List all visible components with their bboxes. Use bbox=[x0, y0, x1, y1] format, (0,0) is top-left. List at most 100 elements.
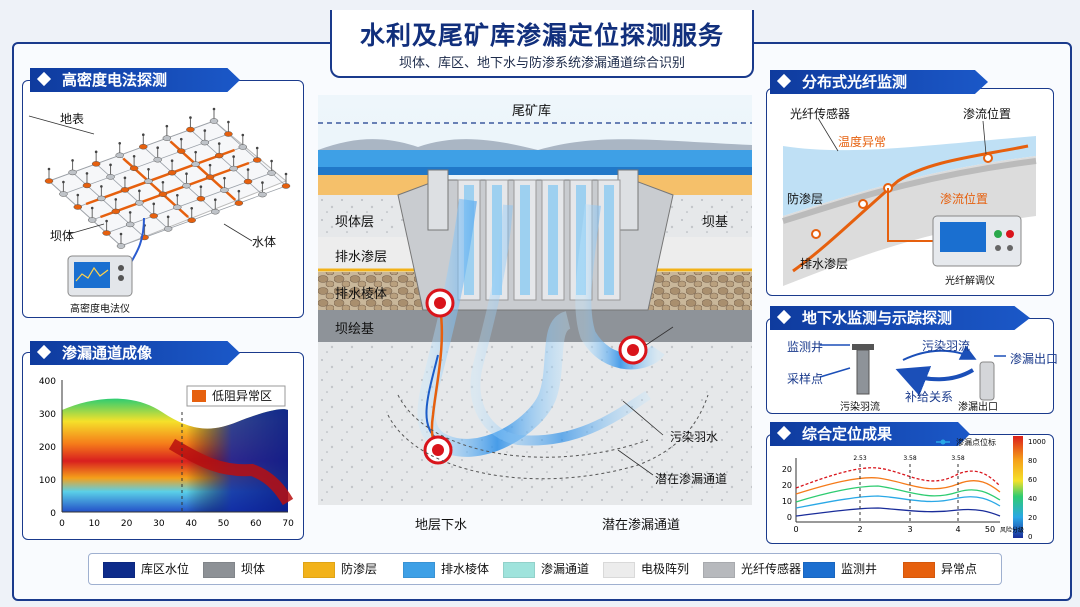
ground-title-text: 地下水监测与示踪探测 bbox=[802, 309, 953, 327]
legend-item: 监测井 bbox=[803, 561, 878, 578]
imaging-xtick: 30 bbox=[153, 519, 165, 529]
ert-diagram bbox=[28, 107, 291, 297]
center-drain-body-label: 排水棱体 bbox=[335, 287, 388, 302]
imaging-xtick: 10 bbox=[89, 519, 101, 529]
result-ytick: 0 bbox=[787, 513, 792, 522]
fiber-label-seep1: 渗流位置 bbox=[963, 107, 1012, 121]
imaging-panel-title: 渗漏通道成像 bbox=[30, 341, 240, 365]
ground-label-plume: 污染羽流 bbox=[922, 339, 971, 353]
page-title: 水利及尾矿库渗漏定位探测服务 bbox=[359, 21, 724, 50]
legend-swatch bbox=[403, 561, 435, 578]
legend-label: 防渗层 bbox=[341, 562, 378, 576]
center-channel-label: 潜在渗漏通道 bbox=[655, 472, 728, 486]
fiber-diagram bbox=[782, 117, 1037, 286]
ground-diagram bbox=[819, 344, 1006, 401]
title-box: 水利及尾矿库渗漏定位探测服务 坝体、库区、地下水与防渗系统渗漏通道综合识别 bbox=[330, 10, 754, 78]
legend-item: 防渗层 bbox=[303, 561, 378, 578]
fiber-label-device: 光纤解调仪 bbox=[945, 276, 995, 287]
fiber-label-sensor: 光纤传感器 bbox=[790, 107, 851, 121]
legend-swatch bbox=[203, 561, 235, 578]
legend-swatch bbox=[303, 561, 335, 578]
result-xtick: 50 bbox=[985, 525, 995, 534]
result-xunit: 风险分级 bbox=[1000, 526, 1024, 534]
imaging-chart: 400 300 200 100 0 0 10 20 30 40 50 60 70 bbox=[39, 377, 294, 529]
imaging-ytick: 100 bbox=[39, 476, 56, 486]
legend-swatch bbox=[503, 561, 535, 578]
imaging-title-text: 渗漏通道成像 bbox=[62, 344, 153, 362]
result-xtick: 4 bbox=[955, 525, 960, 534]
result-colorbar-tick: 80 bbox=[1028, 457, 1037, 465]
ground-label-supply: 补给关系 bbox=[905, 390, 954, 404]
legend-label: 电极阵列 bbox=[641, 562, 690, 576]
fiber-label-antiseep: 防渗层 bbox=[787, 192, 824, 206]
imaging-xtick: 70 bbox=[282, 519, 294, 529]
fiber-panel-title: 分布式光纤监测 bbox=[770, 70, 988, 94]
ground-label-plume2: 污染羽流 bbox=[840, 402, 880, 413]
result-mark-label: 3.58 bbox=[903, 455, 917, 462]
ert-title-text: 高密度电法探测 bbox=[62, 71, 168, 89]
imaging-xtick: 60 bbox=[250, 519, 262, 529]
center-drain-layer-label: 排水渗层 bbox=[335, 250, 388, 265]
ground-label-well: 监测井 bbox=[787, 340, 824, 354]
result-mark-label: 2.53 bbox=[853, 455, 867, 462]
ert-label-surface: 地表 bbox=[60, 112, 85, 126]
result-xtick: 0 bbox=[793, 525, 798, 534]
imaging-ytick: 0 bbox=[50, 509, 56, 519]
fiber-label-seep2: 渗流位置 bbox=[940, 192, 989, 206]
imaging-ytick: 400 bbox=[39, 377, 56, 387]
center-dam-base-label: 坝基 bbox=[702, 215, 729, 230]
bottom-legend: 库区水位 坝体 防渗层 排水棱体渗漏通道 电极阵列 光纤传感器 监测井 异常点 bbox=[88, 553, 1002, 585]
result-ytick: 20 bbox=[782, 465, 792, 474]
center-dam-layer-label: 坝体层 bbox=[335, 215, 375, 230]
legend-item: 渗漏通道 bbox=[503, 561, 589, 578]
legend-item: 排水棱体 bbox=[403, 561, 490, 578]
legend-swatch bbox=[703, 561, 735, 578]
result-ytick: 10 bbox=[782, 497, 792, 506]
legend-label: 库区水位 bbox=[141, 562, 190, 576]
result-legend-label: 渗漏点位标 bbox=[956, 438, 996, 447]
imaging-xtick: 0 bbox=[59, 519, 65, 529]
imaging-xtick: 50 bbox=[218, 519, 230, 529]
result-colorbar-tick: 20 bbox=[1028, 514, 1037, 522]
imaging-legend-label: 低阻异常区 bbox=[212, 389, 273, 403]
result-colorbar-tick: 1000 bbox=[1028, 438, 1046, 446]
legend-item: 库区水位 bbox=[103, 561, 190, 578]
imaging-ytick: 200 bbox=[39, 443, 56, 453]
result-ytick: 20 bbox=[782, 481, 792, 490]
legend-swatch bbox=[903, 561, 935, 578]
legend-item: 异常点 bbox=[903, 561, 977, 578]
ert-label-dam: 坝体 bbox=[50, 229, 75, 243]
result-title-text: 综合定位成果 bbox=[802, 425, 893, 443]
result-xtick: 2 bbox=[857, 525, 862, 534]
center-plume-label: 污染羽水 bbox=[670, 430, 719, 444]
legend-swatch bbox=[803, 561, 835, 578]
diamond-icon bbox=[776, 309, 792, 325]
result-colorbar-tick: 60 bbox=[1028, 476, 1037, 484]
fiber-title-text: 分布式光纤监测 bbox=[802, 73, 908, 91]
legend-item: 光纤传感器 bbox=[703, 561, 802, 578]
fiber-label-drain: 排水渗层 bbox=[800, 257, 849, 271]
legend-label: 坝体 bbox=[241, 562, 266, 576]
legend-label: 排水棱体 bbox=[441, 562, 490, 576]
center-bottom-right-label: 潜在渗漏通道 bbox=[602, 518, 681, 533]
result-mark-label: 3.58 bbox=[951, 455, 965, 462]
legend-swatch bbox=[103, 561, 135, 578]
legend-label: 监测井 bbox=[841, 562, 878, 576]
ert-label-water: 水体 bbox=[252, 235, 277, 249]
fiber-label-temp: 温度异常 bbox=[838, 135, 887, 149]
ground-label-sample: 采样点 bbox=[787, 372, 824, 386]
legend-label: 光纤传感器 bbox=[741, 562, 802, 576]
ert-panel-title: 高密度电法探测 bbox=[30, 68, 240, 92]
ert-label-device: 高密度电法仪 bbox=[70, 304, 130, 315]
ground-panel bbox=[766, 318, 1054, 414]
imaging-ytick: 300 bbox=[39, 410, 56, 420]
legend-item: 坝体 bbox=[203, 561, 266, 578]
diamond-icon bbox=[776, 73, 792, 89]
imaging-xtick: 20 bbox=[121, 519, 133, 529]
result-xtick: 3 bbox=[907, 525, 912, 534]
ground-panel-title: 地下水监测与示踪探测 bbox=[770, 306, 1030, 330]
legend-swatch bbox=[603, 561, 635, 578]
imaging-xtick: 40 bbox=[185, 519, 197, 529]
ground-label-outlet: 渗漏出口 bbox=[1010, 352, 1059, 366]
